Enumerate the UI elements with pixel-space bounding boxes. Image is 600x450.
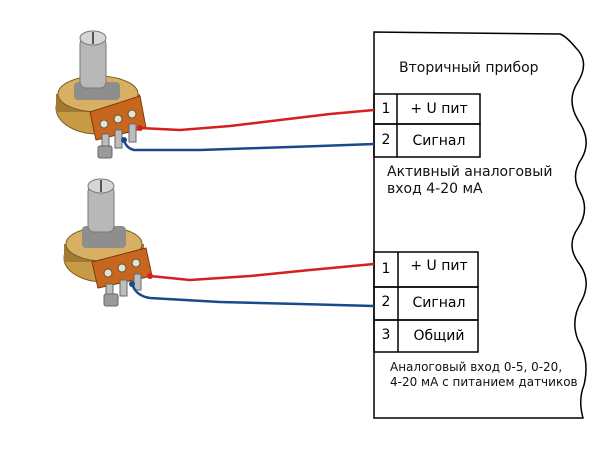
terminal-2-pin-1-label: + U пит <box>410 258 468 274</box>
device-outline <box>373 31 587 419</box>
potentiometer-icon <box>55 30 147 159</box>
terminal-block-2 <box>373 251 479 353</box>
terminal-2-pin-1-number: 1 <box>381 261 391 277</box>
terminal-1-pin-2-label: Сигнал <box>412 133 466 149</box>
input-2-description-line-2: 4-20 мА с питанием датчиков <box>390 375 578 389</box>
terminal-1-pin-1-label: + U пит <box>410 101 468 117</box>
terminal-2-pin-3-label: Общий <box>413 328 465 344</box>
device-title: Вторичный прибор <box>399 60 539 76</box>
input-2-description-line-1: Аналоговый вход 0-5, 0-20, <box>390 360 563 374</box>
power-wire-2 <box>149 262 375 282</box>
terminal-2-pin-3-number: 3 <box>381 327 391 343</box>
signal-wire-1 <box>122 139 375 152</box>
terminal-block-1 <box>373 93 481 158</box>
terminal-1-pin-2-number: 2 <box>381 132 391 148</box>
input-1-description-line-1: Активный аналоговый <box>387 164 553 180</box>
signal-wire-2 <box>130 283 375 308</box>
input-1-description-line-2: вход 4-20 мА <box>387 181 483 197</box>
potentiometer-icon <box>63 178 153 307</box>
power-wire-1 <box>139 108 375 132</box>
terminal-1-pin-1-number: 1 <box>381 101 391 117</box>
terminal-2-pin-2-label: Сигнал <box>412 295 466 311</box>
terminal-2-pin-2-number: 2 <box>381 294 391 310</box>
